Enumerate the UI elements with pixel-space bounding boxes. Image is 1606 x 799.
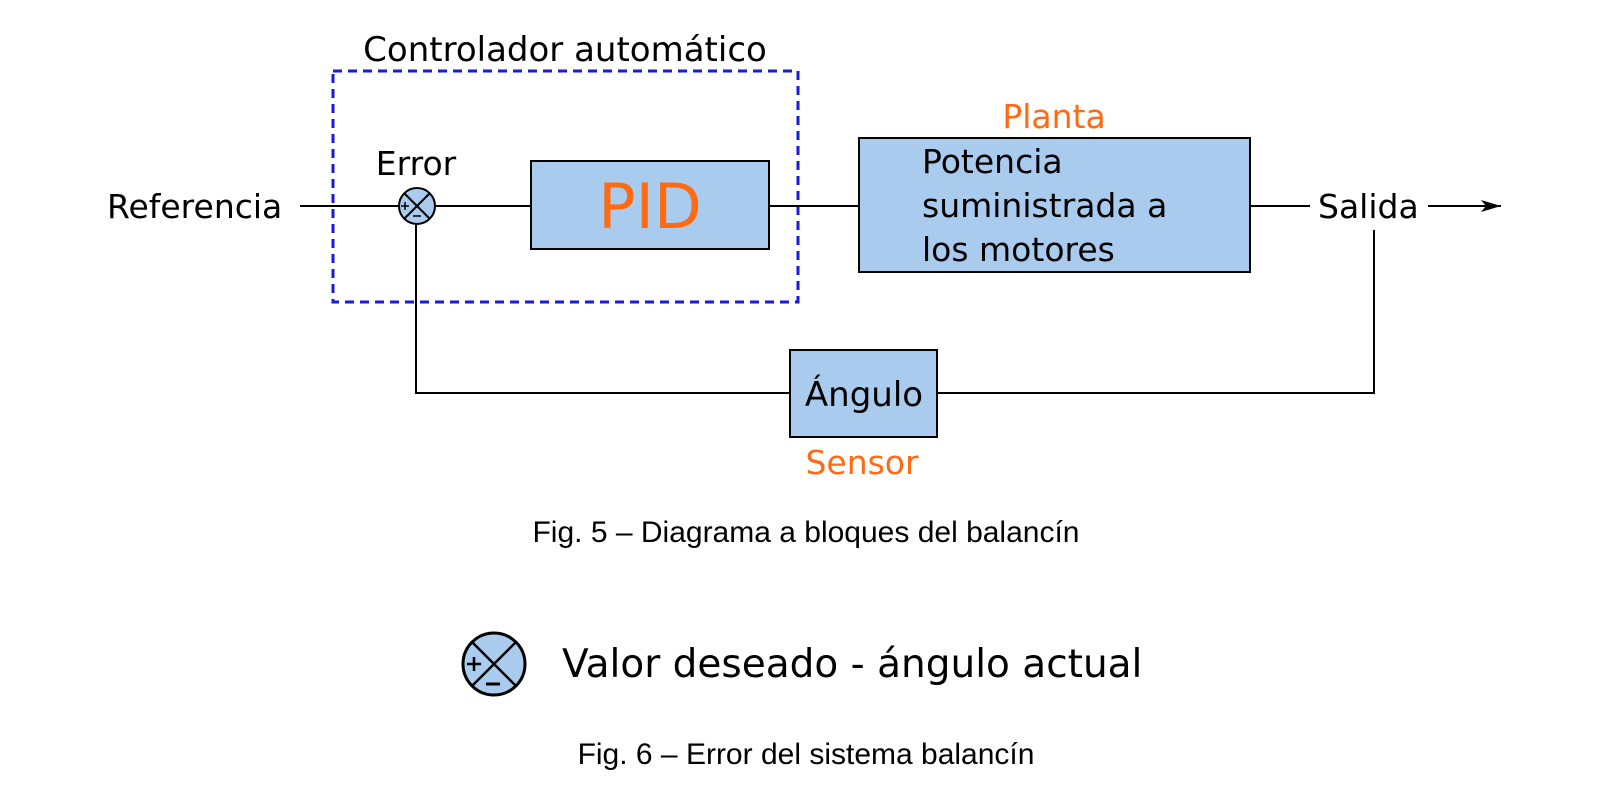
plant-line-1: Potencia (922, 142, 1063, 181)
output-label: Salida (1318, 187, 1419, 226)
legend-summing-junction-icon (461, 631, 527, 697)
plant-block (858, 137, 1251, 273)
figure-5-caption: Fig. 5 – Diagrama a bloques del balancín (532, 516, 1079, 549)
legend-text: Valor deseado - ángulo actual (562, 642, 1142, 687)
sensor-block (789, 349, 938, 438)
summing-junction-icon (398, 187, 436, 225)
plant-line-2: suministrada a (922, 186, 1167, 225)
reference-label: Referencia (107, 187, 282, 226)
pid-block (530, 160, 770, 250)
error-label: Error (376, 144, 457, 183)
plant-line-3: los motores (922, 230, 1115, 269)
plant-title: Planta (1002, 97, 1105, 136)
figure-6-caption: Fig. 6 – Error del sistema balancín (578, 738, 1035, 771)
pid-label: PID (598, 170, 701, 243)
sensor-title: Sensor (805, 443, 919, 482)
feedback-line-right (937, 230, 1375, 394)
controller-title: Controlador automático (363, 30, 767, 70)
controller-boundary (331, 69, 800, 304)
feedback-line-left (415, 225, 790, 394)
sensor-block-label: Ángulo (805, 374, 923, 415)
